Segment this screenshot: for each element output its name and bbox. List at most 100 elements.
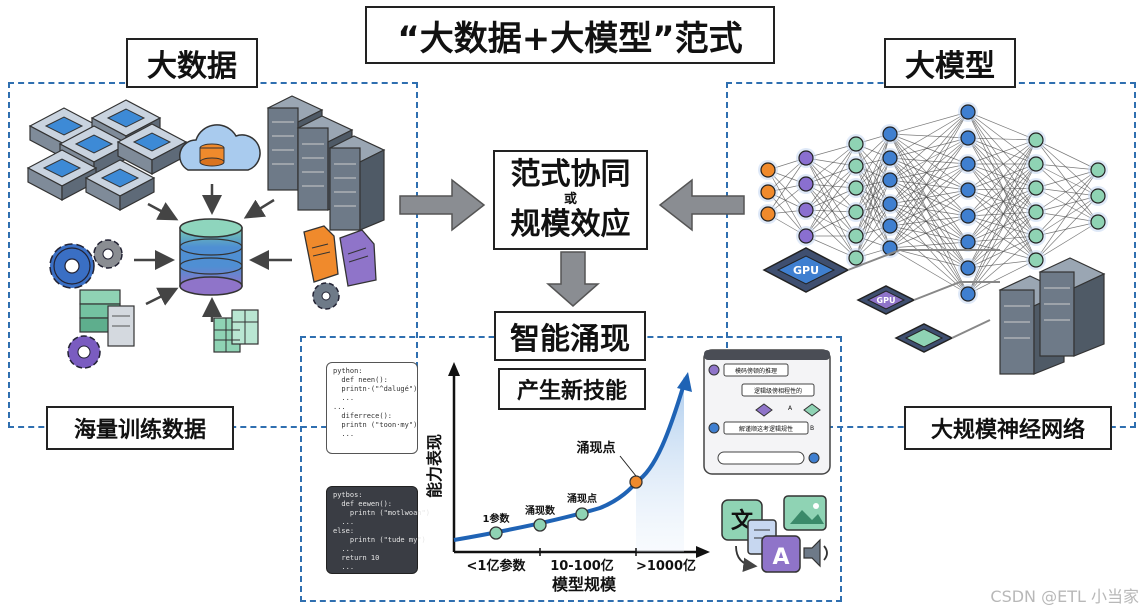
nn-edge: [967, 163, 1037, 237]
nn-node: [1028, 228, 1044, 244]
nn-edge: [889, 133, 969, 139]
nn-node: [848, 204, 864, 220]
nn-edge: [889, 133, 969, 295]
paradigm-synergy-text: 范式协同: [510, 157, 631, 192]
nn-edge: [889, 189, 969, 227]
big-model-footer: 大规模神经网络: [904, 406, 1112, 450]
nn-node: [882, 218, 898, 234]
nn-edge: [967, 211, 1037, 217]
code-snippet-light: python: def neen(): printn·("^dalugé") .…: [326, 362, 418, 454]
nn-edge: [889, 189, 969, 205]
nn-node: [960, 156, 976, 172]
nn-edge: [967, 139, 1037, 217]
nn-edge: [967, 187, 1037, 217]
nn-edge: [889, 133, 969, 243]
nn-edge: [1035, 221, 1099, 237]
letter-glyph: A: [772, 545, 789, 570]
nn-edge: [967, 241, 1037, 261]
nn-node: [1028, 252, 1044, 268]
nn-edge: [889, 157, 969, 217]
emergence-chart: 1参数 涌现数 涌现点 涌现点 <1亿参数 10-100亿 >1000亿 模型规…: [425, 362, 710, 594]
nn-edge: [855, 187, 891, 249]
annotation-1-param: 1参数: [483, 512, 511, 525]
nn-edge: [967, 163, 1037, 217]
nn-edge: [805, 209, 857, 259]
nn-edge: [889, 203, 969, 243]
nn-edge: [967, 163, 1037, 243]
nn-edge: [967, 137, 1037, 237]
nn-node: [760, 162, 776, 178]
nn-edge: [967, 139, 1037, 165]
nn-edge: [889, 111, 969, 227]
nn-node: [1028, 156, 1044, 172]
nn-edge: [889, 137, 969, 159]
nn-edge: [967, 139, 1037, 191]
nn-edge: [967, 137, 1037, 261]
nn-node: [960, 104, 976, 120]
nn-node: [760, 206, 776, 222]
big-model-header: 大模型: [884, 38, 1016, 88]
nn-edge: [889, 163, 969, 249]
nn-edge: [889, 133, 969, 165]
nn-edge: [889, 133, 969, 217]
nn-node: [960, 234, 976, 250]
nn-node: [798, 150, 814, 166]
nn-edge: [805, 165, 857, 237]
nn-edge: [1035, 195, 1099, 237]
code-snippet-dark: pytbos: def eewen(): printn ("motlwoan")…: [326, 486, 430, 574]
nn-edge: [889, 137, 969, 227]
nn-edge: [967, 139, 1037, 269]
nn-edge: [967, 139, 1037, 243]
nn-edge: [967, 235, 1037, 295]
nn-node: [960, 208, 976, 224]
nn-edge: [967, 187, 1037, 191]
flow-side-a: A: [788, 405, 793, 412]
nn-node: [848, 136, 864, 152]
nn-edge: [1035, 139, 1099, 171]
big-data-header: 大数据: [126, 38, 258, 88]
capability-curve: [453, 383, 686, 542]
nn-edge: [889, 163, 969, 227]
gpu-chip-small-icon: GPU: [856, 285, 916, 315]
storage-stack-icon: [79, 289, 135, 347]
neural-network-nodes: [758, 102, 1108, 304]
nn-node: [1028, 132, 1044, 148]
nn-edge: [1035, 139, 1099, 197]
nn-edge: [855, 143, 891, 205]
nn-node: [1090, 188, 1106, 204]
nn-edge: [889, 179, 969, 243]
nn-edge: [889, 137, 969, 205]
gear-doc-icon: [312, 282, 340, 310]
flow-step-3: 解谨顺这考逻辑规性: [739, 425, 793, 433]
nn-edge: [889, 215, 969, 249]
nn-node: [960, 260, 976, 276]
x-tick-label-1: <1亿参数: [467, 558, 527, 574]
nn-edge: [967, 187, 1037, 269]
nn-edge: [967, 163, 1037, 295]
flow-step-2: 逻辑级傍相程性的: [754, 387, 802, 395]
nn-edge: [889, 225, 969, 269]
nn-edge: [805, 183, 857, 259]
nn-edge: [967, 163, 1037, 213]
reasoning-flow-card: 模码傍顿的推理 逻辑级傍相程性的 解谨顺这考逻辑规性 A B: [703, 349, 831, 475]
nn-edge: [767, 169, 807, 237]
nn-node: [798, 202, 814, 218]
x-axis-arrowhead: [696, 546, 710, 558]
spreadsheet-icon: [213, 309, 259, 353]
nn-edge: [967, 235, 1037, 243]
nn-node: [1028, 204, 1044, 220]
nn-edge: [1035, 139, 1099, 223]
nn-edge: [889, 241, 969, 249]
nn-edge: [889, 163, 969, 205]
gear-icon: [49, 239, 123, 289]
nn-edge: [889, 163, 969, 181]
point-emergence-count: [533, 518, 547, 532]
nn-edge: [967, 189, 1037, 213]
point-1-param: [489, 526, 503, 540]
nn-edge: [889, 137, 969, 249]
nn-edge: [889, 133, 969, 269]
document-icon: [303, 225, 377, 287]
data-flow-arrows: [134, 184, 292, 322]
nn-edge: [967, 259, 1037, 269]
